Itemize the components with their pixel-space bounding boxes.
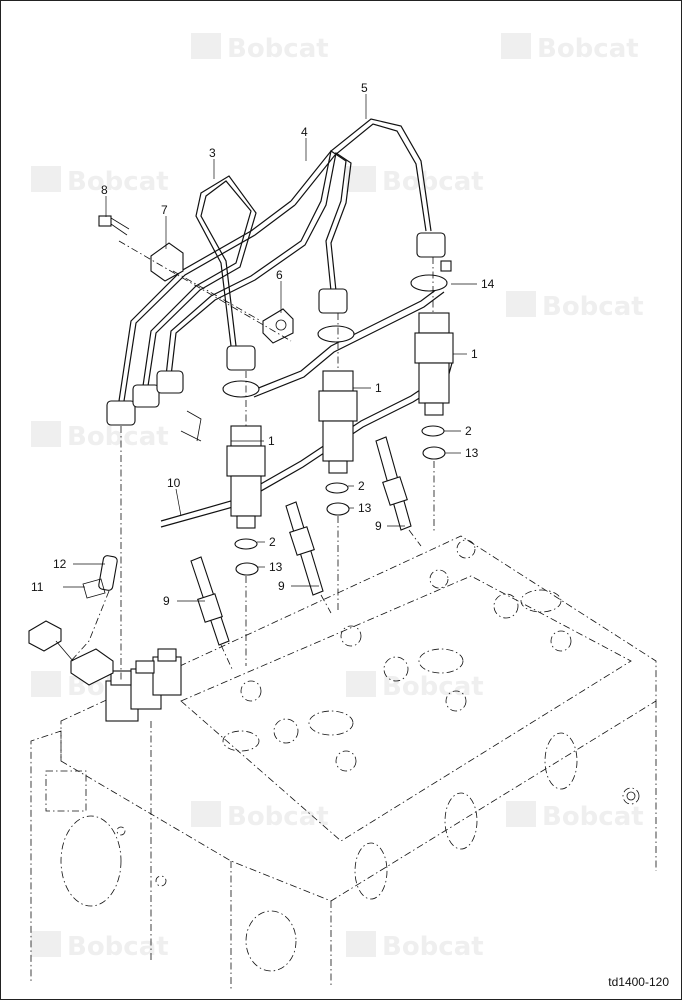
watermark-text: Bobcat [67,167,169,197]
callout-labels: 3 4 5 6 7 8 1 1 1 2 2 2 13 13 13 9 9 9 1… [31,81,495,608]
injector-middle [318,370,358,516]
callout-6: 6 [276,268,283,282]
watermark-text: Bobcat [67,932,169,962]
callout-7: 7 [161,203,168,217]
watermark-text: Bobcat [542,292,644,322]
callout-2-middle: 2 [358,479,365,493]
watermark-text: Bobcat [382,932,484,962]
watermark-text: Bobcat [227,34,329,64]
callout-2-left: 2 [269,535,276,549]
callout-2-right: 2 [465,424,472,438]
glow-plugs [190,436,412,646]
callout-11: 11 [31,580,44,594]
leader-lines [63,94,477,602]
watermark-text: Bobcat [67,422,169,452]
callout-9-left: 9 [163,594,170,608]
watermark-text: Bobcat [537,34,639,64]
callout-8: 8 [101,183,108,197]
injection-pipes [118,118,432,402]
callout-10: 10 [167,476,181,490]
callout-9-right: 9 [375,519,382,533]
callout-9-middle: 9 [278,579,285,593]
callout-14: 14 [481,277,495,291]
callout-1-middle: 1 [375,381,382,395]
watermark-text: Bobcat [382,167,484,197]
callout-12: 12 [53,557,67,571]
cylinder-head-phantom [30,535,657,991]
watermark-text: Bobcat [227,802,329,832]
callout-3: 3 [209,146,216,160]
injector-left [226,425,266,576]
injection-pump-outlets [28,620,182,722]
callout-13-right: 13 [465,446,479,460]
callout-1-right: 1 [471,347,478,361]
callout-1-left: 1 [268,434,275,448]
pipe-nuts [106,232,446,426]
watermark-layer: Bobcat Bobcat Bobcat Bobcat Bobcat Bobca… [31,33,644,962]
callout-13-middle: 13 [358,501,372,515]
callout-13-left: 13 [269,560,283,574]
injector-right [414,312,454,460]
callout-4: 4 [301,125,308,139]
callout-5: 5 [361,81,368,95]
watermark-text: Bobcat [542,802,644,832]
drawing-id: td1400-120 [608,975,669,989]
center-lines [70,240,435,681]
watermark-text: Bobcat [382,672,484,702]
